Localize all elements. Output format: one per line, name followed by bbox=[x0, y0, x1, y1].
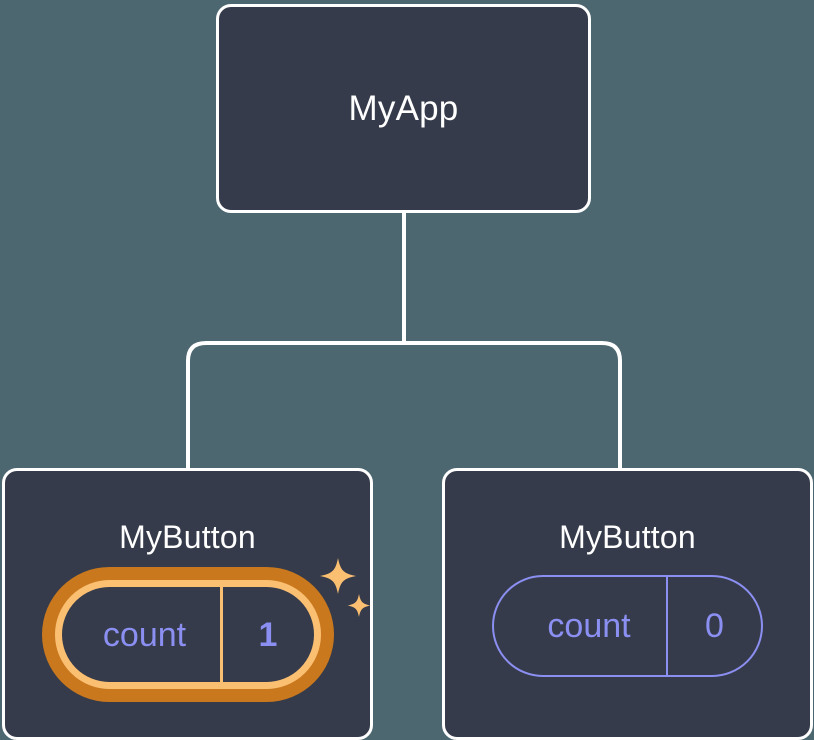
edge-root-to-children bbox=[186, 341, 622, 468]
state-value-right: 0 bbox=[666, 577, 761, 675]
node-child-left-label: MyButton bbox=[119, 519, 256, 555]
node-child-right-label: MyButton bbox=[559, 519, 696, 555]
state-key-left: count bbox=[102, 615, 187, 654]
state-value-left: 1 bbox=[219, 587, 314, 682]
node-child-right[interactable]: MyButton count 0 bbox=[442, 468, 813, 740]
state-pill-left-wrapper: count 1 bbox=[5, 567, 370, 702]
state-pill-right[interactable]: count 0 bbox=[492, 575, 763, 677]
node-child-left[interactable]: MyButton count 1 bbox=[2, 468, 373, 740]
state-pill-left-inner: count 1 bbox=[54, 580, 321, 689]
state-key-right: count bbox=[547, 607, 631, 645]
node-root-label: MyApp bbox=[348, 89, 459, 128]
state-pill-right-wrapper: count 0 bbox=[445, 575, 810, 677]
node-root[interactable]: MyApp bbox=[216, 4, 591, 213]
state-pill-left[interactable]: count 1 bbox=[41, 567, 334, 702]
